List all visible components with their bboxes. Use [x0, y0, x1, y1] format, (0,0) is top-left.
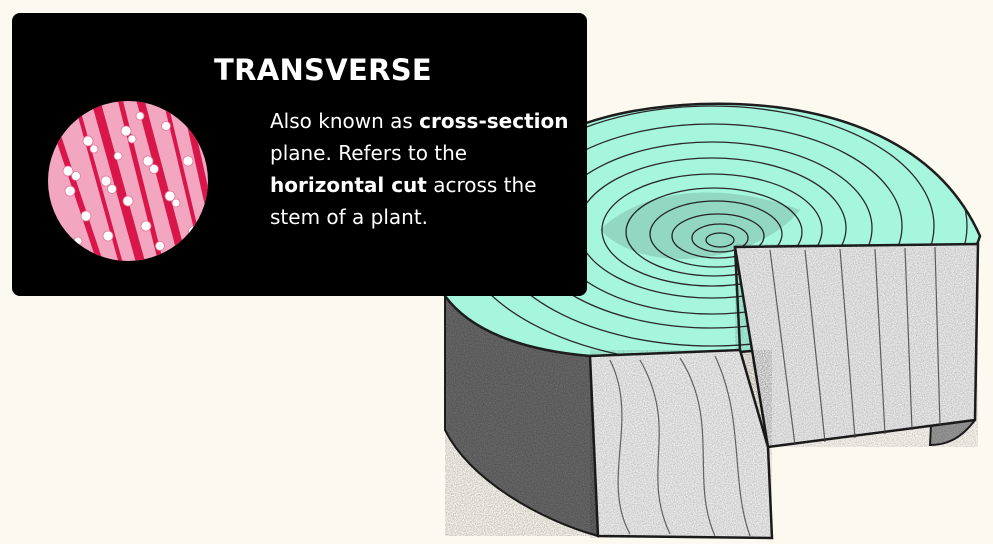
growth-ring: [705, 232, 735, 248]
growth-ring: [601, 173, 823, 287]
growth-ring: [691, 223, 749, 253]
desc-bold-term: cross-section: [419, 109, 569, 133]
micrograph-image: [48, 101, 208, 261]
desc-text: plane. Refers to the: [270, 141, 468, 165]
desc-text: Also known as: [270, 109, 420, 133]
card-description: Also known as cross-section plane. Refer…: [270, 105, 570, 233]
growth-ring: [649, 200, 783, 268]
desc-bold-term: horizontal cut: [270, 173, 427, 197]
card-title: TRANSVERSE: [214, 53, 432, 87]
growth-ring: [671, 213, 765, 259]
wedge-inner-edge: [733, 246, 742, 351]
growth-ring: [625, 187, 803, 277]
transverse-info-card: TRANSVERSE: [12, 13, 587, 296]
desc-text: across the stem of a plant.: [270, 173, 537, 229]
